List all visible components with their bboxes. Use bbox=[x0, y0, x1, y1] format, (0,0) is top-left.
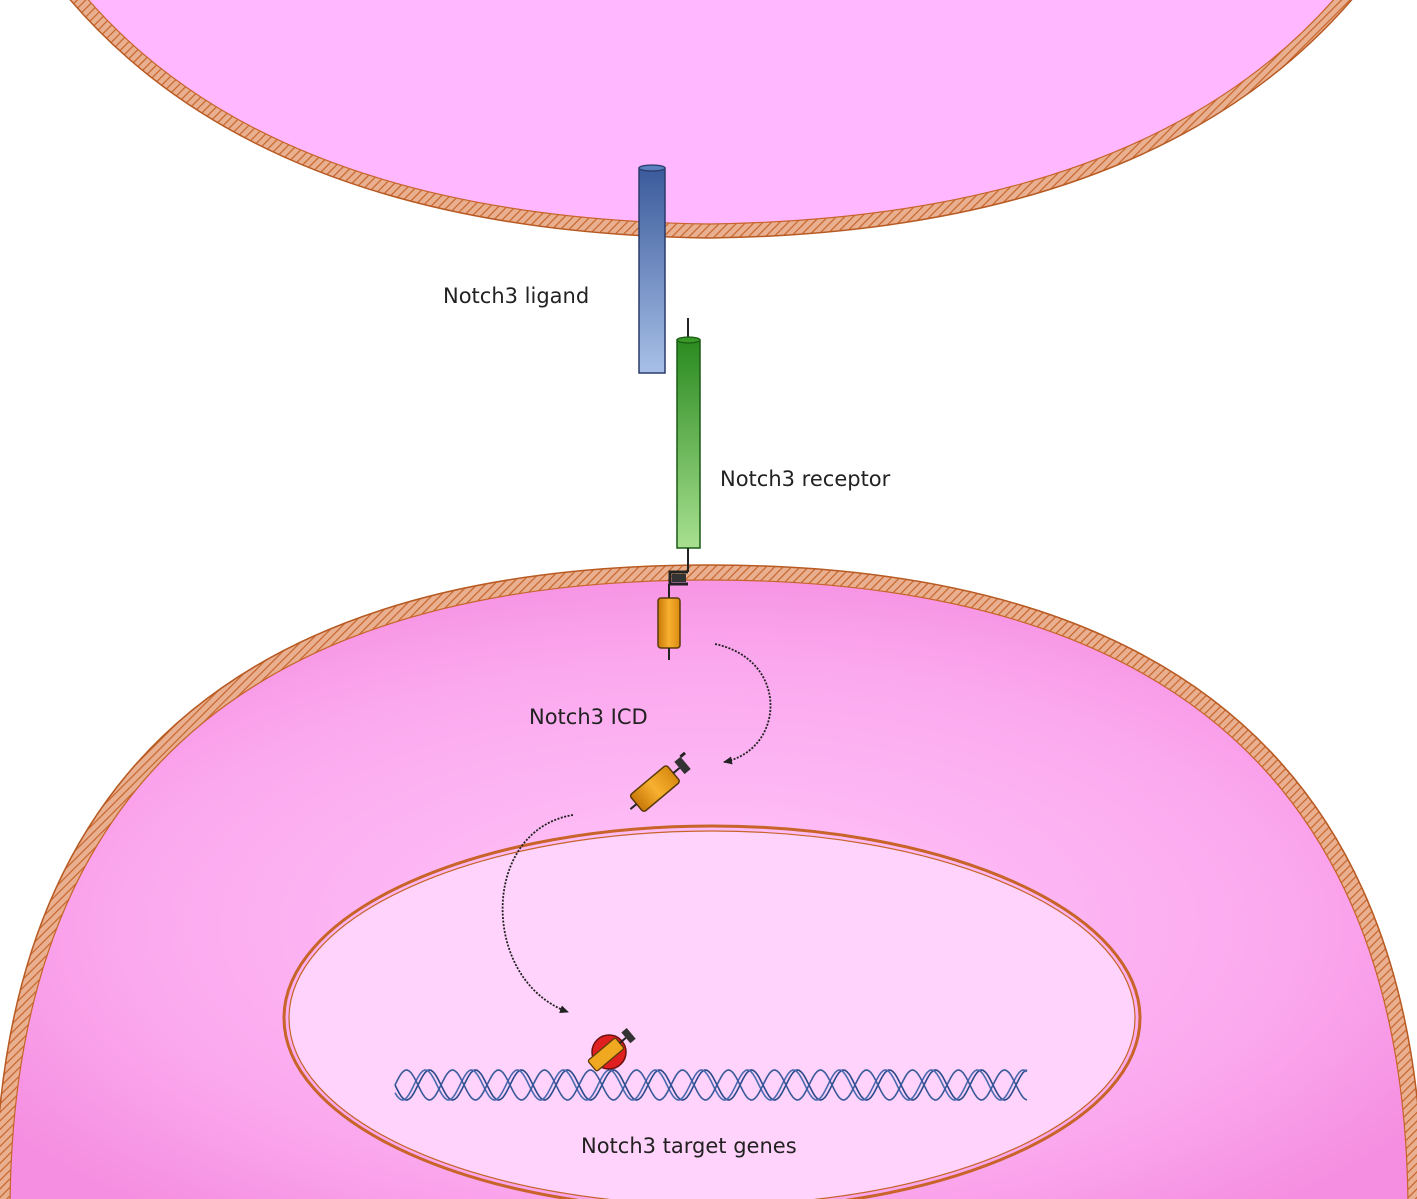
icd-cytoplasm-icon bbox=[629, 751, 691, 812]
top-cell-body bbox=[87, 0, 1335, 225]
arrow-membrane-to-cytoplasm bbox=[714, 643, 772, 765]
receptor-label: Notch3 receptor bbox=[720, 467, 891, 491]
target-genes-label: Notch3 target genes bbox=[581, 1134, 797, 1158]
icd-label: Notch3 ICD bbox=[529, 705, 648, 729]
receptor-cylinder-icon bbox=[668, 318, 701, 586]
dna-helix-icon bbox=[394, 1069, 1028, 1101]
nucleus bbox=[282, 824, 1142, 1199]
icd-membrane-icon bbox=[657, 584, 681, 660]
ligand-cylinder-icon bbox=[638, 164, 666, 374]
top-cell bbox=[69, 0, 1353, 239]
nucleus-outer bbox=[282, 824, 1142, 1199]
arrow-cytoplasm-to-nucleus bbox=[501, 814, 574, 1014]
ligand-label: Notch3 ligand bbox=[443, 284, 590, 308]
nucleus-inner bbox=[288, 830, 1136, 1199]
binding-marker-icon bbox=[587, 1027, 636, 1072]
